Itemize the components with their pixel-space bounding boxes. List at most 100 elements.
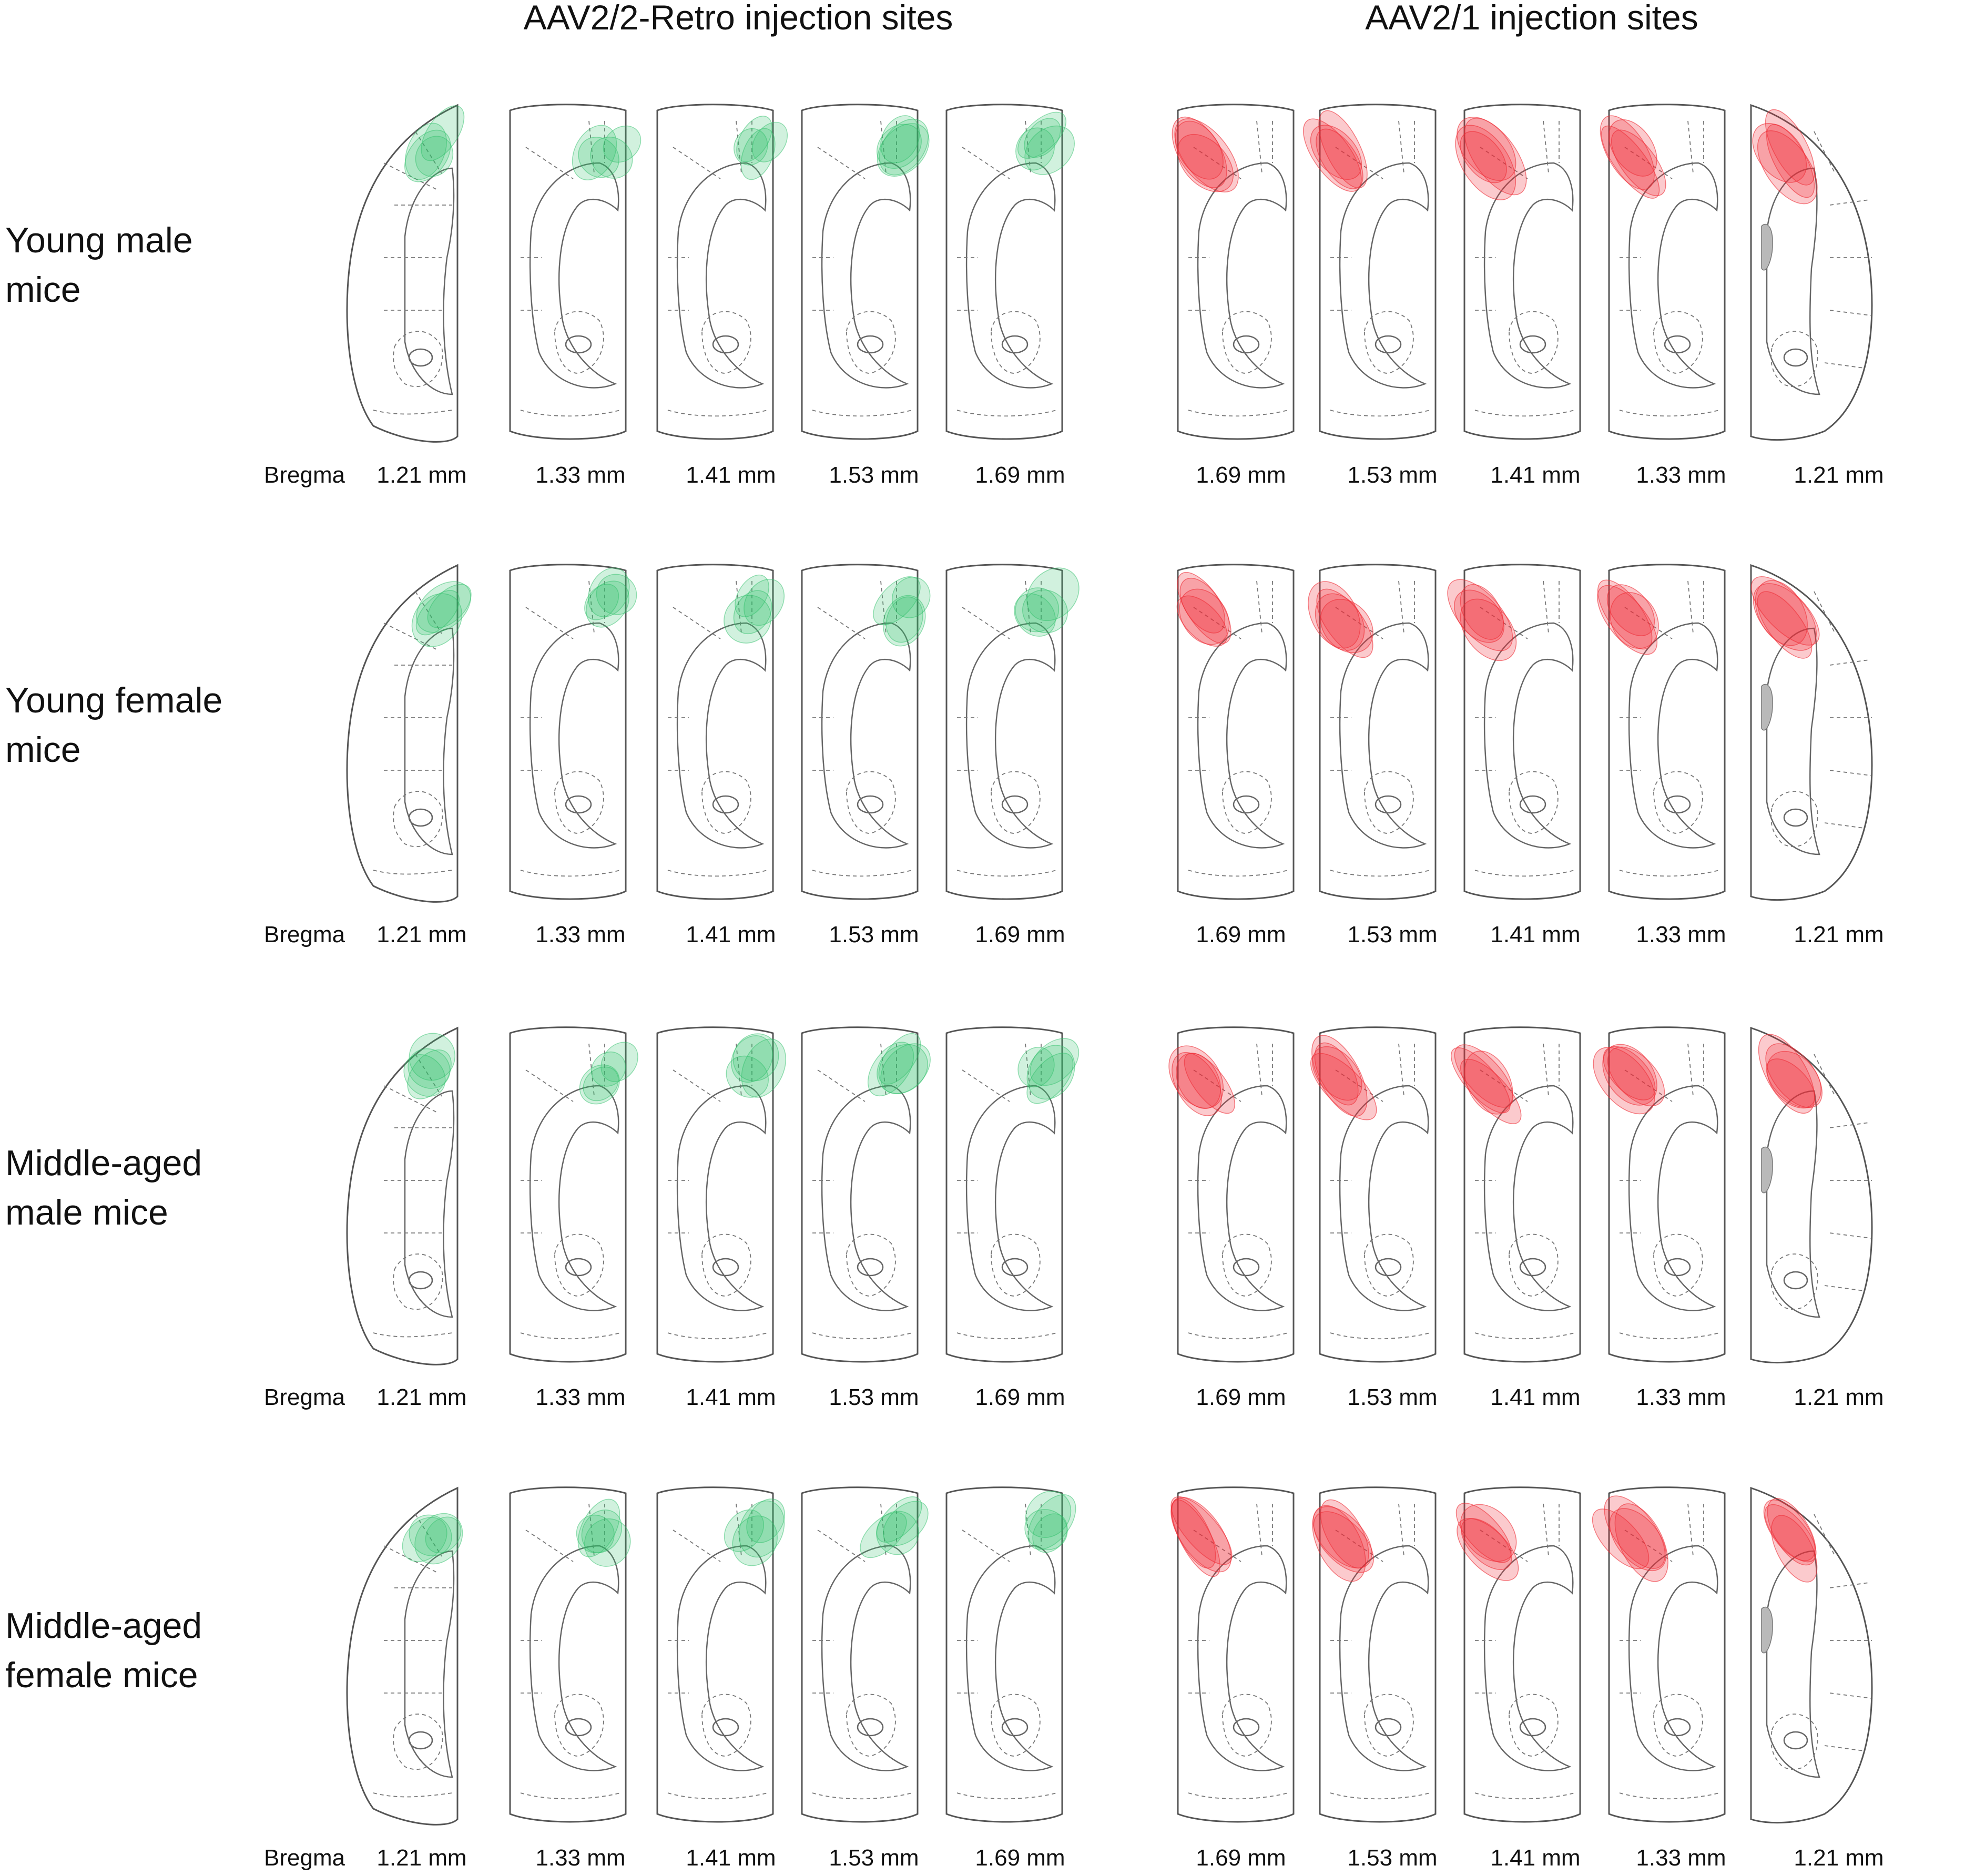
injection-site-red: [1614, 1503, 1668, 1582]
atlas-section-aav1: [1310, 1026, 1437, 1363]
injection-site-red: [1316, 128, 1363, 189]
injection-site-red: [1765, 109, 1815, 186]
bregma-label: Bregma: [264, 462, 345, 488]
bregma-value: 1.33 mm: [535, 922, 625, 947]
injection-site-green: [1030, 1038, 1080, 1086]
bregma-value: 1.41 mm: [1490, 462, 1580, 488]
bregma-value: 1.53 mm: [1347, 1384, 1437, 1410]
bregma-value: 1.33 mm: [1636, 922, 1726, 947]
row-label: Young male: [5, 220, 193, 260]
atlas-section-retro: [509, 564, 637, 900]
injection-site-red: [1170, 1499, 1220, 1577]
bregma-value: 1.33 mm: [535, 462, 625, 488]
bregma-value: 1.53 mm: [1347, 1845, 1437, 1871]
atlas-section-retro: [801, 104, 930, 440]
bregma-value: 1.41 mm: [1490, 1384, 1580, 1410]
injection-site-red: [1302, 118, 1362, 192]
injection-site-green: [885, 596, 923, 643]
bregma-value: 1.33 mm: [1636, 462, 1726, 488]
bregma-value: 1.21 mm: [1794, 1845, 1884, 1871]
injection-site-red: [1764, 1504, 1817, 1563]
injection-site-green: [1026, 1053, 1074, 1104]
injection-site-green: [879, 118, 929, 176]
row-label: mice: [5, 730, 81, 770]
bregma-value: 1.21 mm: [376, 1384, 466, 1410]
injection-site-red: [1460, 1058, 1522, 1125]
injection-site-green: [1025, 1491, 1072, 1538]
atlas-section-retro: [346, 564, 472, 903]
bregma-value: 1.53 mm: [829, 1384, 919, 1410]
injection-site-green: [735, 574, 769, 617]
injection-site-red: [1757, 591, 1813, 659]
injection-site-red: [1320, 1499, 1369, 1569]
injection-site-red: [1601, 125, 1660, 199]
atlas-section-retro: [801, 1486, 929, 1823]
injection-site-green: [882, 595, 926, 647]
injection-site-green: [1027, 1494, 1076, 1550]
injection-site-green: [731, 1035, 773, 1083]
injection-site-green: [878, 1033, 921, 1085]
atlas-section-aav1: [1455, 1486, 1581, 1823]
bregma-value: 1.53 mm: [1347, 922, 1437, 947]
bregma-value: 1.33 mm: [535, 1384, 625, 1410]
injection-site-green: [408, 1048, 451, 1089]
bregma-value: 1.69 mm: [975, 1384, 1065, 1410]
injection-site-red: [1610, 592, 1659, 649]
injection-site-green: [734, 128, 768, 166]
injection-site-red: [1766, 1051, 1822, 1109]
bregma-value: 1.33 mm: [1636, 1845, 1726, 1871]
injection-site-green: [415, 590, 460, 636]
atlas-section-retro: [656, 104, 788, 440]
injection-site-green: [578, 137, 619, 178]
atlas-section-aav1: [1593, 1026, 1726, 1363]
injection-site-green: [1015, 587, 1060, 633]
atlas-section-retro: [945, 1486, 1076, 1823]
injection-site-red: [1763, 1499, 1816, 1562]
atlas-section-aav1: [1176, 564, 1295, 900]
bregma-value: 1.21 mm: [376, 922, 466, 947]
atlas-section-retro: [509, 1486, 631, 1823]
injection-site-green: [880, 115, 920, 164]
injection-site-green: [584, 584, 619, 620]
bregma-label: Bregma: [264, 1384, 345, 1410]
atlas-section-aav1: [1750, 1487, 1873, 1824]
injection-site-red: [1314, 1042, 1359, 1106]
injection-site-green: [1017, 111, 1067, 159]
injection-site-green: [877, 123, 930, 177]
injection-site-green: [877, 1044, 928, 1094]
injection-site-green: [576, 1514, 615, 1554]
bregma-value: 1.21 mm: [1794, 462, 1884, 488]
row-label: female mice: [5, 1655, 198, 1695]
injection-site-green: [876, 1511, 919, 1555]
bregma-value: 1.33 mm: [535, 1845, 625, 1871]
injection-site-green: [732, 1033, 779, 1082]
injection-site-green: [414, 1513, 463, 1565]
injection-site-red: [1755, 580, 1808, 646]
injection-site-green: [403, 1054, 446, 1097]
injection-site-green: [876, 1496, 922, 1543]
injection-site-red: [1766, 124, 1815, 198]
atlas-section-aav1: [1170, 1486, 1295, 1823]
atlas-section-retro: [656, 1026, 787, 1363]
injection-site-green: [591, 1051, 626, 1087]
bregma-label: Bregma: [264, 1845, 345, 1871]
injection-site-green: [860, 1512, 907, 1558]
injection-site-green: [1032, 1513, 1068, 1553]
injection-site-red: [1600, 115, 1655, 190]
bregma-value: 1.41 mm: [1490, 922, 1580, 947]
injection-site-red: [1464, 118, 1527, 196]
atlas-section-aav1: [1600, 104, 1726, 440]
atlas-section-retro: [346, 104, 465, 443]
bregma-value: 1.53 mm: [1347, 462, 1437, 488]
injection-site-green: [1022, 589, 1068, 634]
injection-site-green: [724, 1509, 764, 1552]
atlas-section-retro: [945, 564, 1080, 900]
injection-site-green: [1024, 125, 1075, 175]
injection-site-green: [581, 1509, 623, 1553]
bregma-value: 1.69 mm: [975, 1845, 1065, 1871]
bregma-value: 1.41 mm: [1490, 1845, 1580, 1871]
bregma-value: 1.41 mm: [686, 1845, 776, 1871]
atlas-section-retro: [509, 1026, 638, 1363]
